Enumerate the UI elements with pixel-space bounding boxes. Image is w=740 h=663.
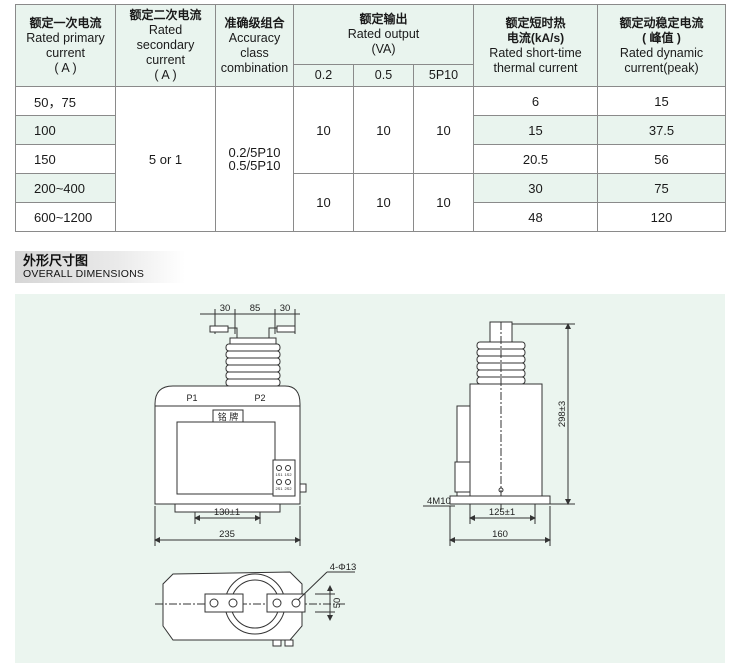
label-holes: 4-Φ13 [330,562,357,573]
header-primary-current: 额定一次电流 Rated primary current ( A ) [15,4,116,87]
header-row: 额定一次电流 Rated primary current ( A ) 额定二次电… [15,4,726,87]
side-view [423,321,575,546]
section-title-en: OVERALL DIMENSIONS [23,268,145,280]
label-terminal-1s2: 1S2 [284,472,292,477]
insulator-ribs [225,343,281,387]
table-row: 50，75 5 or 1 0.2/5P10 0.5/5P10 10 10 10 … [15,86,726,232]
header-accuracy-class: 准确级组合 Accuracy class combination [215,4,294,87]
dimension-drawing: 30 85 30 P1 P2 铭 牌 1S1 1S2 2S1 2S2 130±1… [154,303,575,647]
label-terminal-1s1: 1S1 [275,472,283,477]
header-output-5p10: 5P10 [413,64,474,87]
output-cell: 10 [353,86,414,174]
section-header: 外形尺寸图 OVERALL DIMENSIONS [15,251,185,283]
dynamic-cell: 56 [597,144,726,174]
table-row: 200~400 10 10 10 30 75 [15,173,726,232]
dim-front-width: 235 [219,529,235,540]
label-terminal-2s2: 2S2 [284,486,292,491]
section-title-zh: 外形尺寸图 [23,253,89,268]
primary-cell: 150 [15,144,116,174]
table-row: 150 20.5 56 [15,144,726,174]
header-secondary-current: 额定二次电流 Rated secondary current ( A ) [115,4,216,87]
dim-plan-gap: 50 [332,598,343,609]
thermal-cell: 30 [473,173,598,203]
side-insulator-ribs [476,341,526,385]
dim-front-inner: 130±1 [214,507,240,518]
label-p2: P2 [254,393,265,403]
header-rated-output: 额定输出 Rated output (VA) [293,4,474,65]
drawing-panel: 30 85 30 P1 P2 铭 牌 1S1 1S2 2S1 2S2 130±1… [15,294,725,663]
dynamic-cell: 15 [597,86,726,116]
plan-view [155,571,355,647]
output-cell: 10 [293,86,354,174]
thermal-cell: 15 [473,115,598,145]
table-row: 600~1200 48 120 [15,202,726,232]
output-cell: 10 [293,173,354,232]
label-nameplate: 铭 牌 [218,411,239,422]
primary-cell: 200~400 [15,173,116,203]
label-p1: P1 [186,393,197,403]
thermal-cell: 48 [473,202,598,232]
header-thermal-current: 额定短时热 电流(kA/s) Rated short-time thermal … [473,4,598,87]
dynamic-cell: 37.5 [597,115,726,145]
header-output-0.5: 0.5 [353,64,414,87]
front-view [154,309,307,546]
secondary-cell: 5 or 1 [115,86,216,232]
spec-table: 额定一次电流 Rated primary current ( A ) 额定二次电… [15,4,726,232]
dynamic-cell: 75 [597,173,726,203]
subheader-row: 0.2 0.5 5P10 [16,64,726,87]
primary-cell: 600~1200 [15,202,116,232]
dim-top-right: 30 [280,303,291,314]
dim-top-mid: 85 [250,303,261,314]
dim-side-inner: 125±1 [489,507,515,518]
primary-cell: 100 [15,115,116,145]
header-output-0.2: 0.2 [293,64,354,87]
thermal-cell: 20.5 [473,144,598,174]
accuracy-cell: 0.2/5P10 0.5/5P10 [215,86,294,232]
header-dynamic-current: 额定动稳定电流 ( 峰值 ) Rated dynamic current(pea… [597,4,726,87]
output-cell: 10 [353,173,414,232]
output-cell: 10 [413,86,474,174]
dim-top-left: 30 [220,303,231,314]
label-terminal-2s1: 2S1 [275,486,283,491]
primary-cell: 50，75 [15,86,116,116]
label-thread: 4M10 [427,496,451,507]
dim-side-width: 160 [492,529,508,540]
dynamic-cell: 120 [597,202,726,232]
dim-side-height: 298±3 [557,401,568,427]
thermal-cell: 6 [473,86,598,116]
output-cell: 10 [413,173,474,232]
